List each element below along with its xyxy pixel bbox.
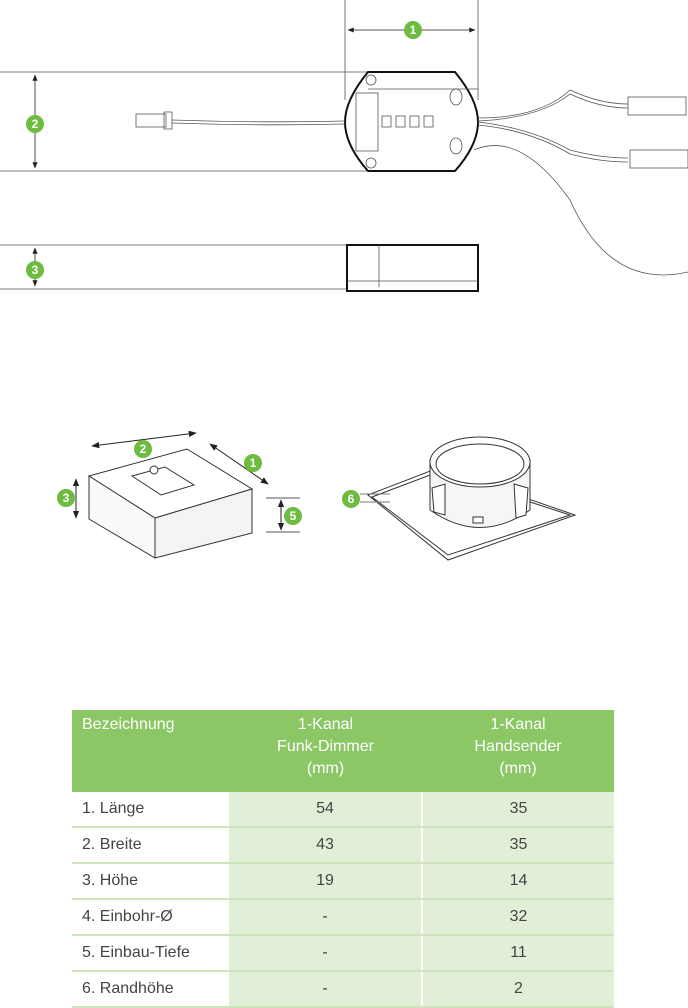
row-label: 6. Randhöhe	[72, 971, 229, 1008]
row-label: 3. Höhe	[72, 863, 229, 900]
dimmer-value: 54	[229, 792, 423, 828]
marker-2-iso: 2	[134, 440, 152, 458]
svg-text:2: 2	[140, 442, 147, 456]
side-view	[0, 244, 479, 292]
svg-text:1: 1	[250, 456, 257, 470]
table-row: 4. Einbohr-Ø-32	[72, 899, 614, 936]
svg-text:3: 3	[32, 263, 39, 277]
row-label: 1. Länge	[72, 792, 229, 828]
dimmer-body	[343, 71, 480, 172]
table-row: 6. Randhöhe-2	[72, 971, 614, 1008]
handsender-iso-view	[360, 436, 577, 561]
sender-value: 32	[422, 899, 614, 936]
marker-5-iso: 5	[284, 507, 302, 525]
technical-drawing: 1 2 3 2 1 3 5 6	[0, 0, 688, 561]
svg-text:2: 2	[32, 117, 39, 131]
marker-6-iso: 6	[342, 490, 360, 508]
dimmer-value: -	[229, 935, 423, 972]
row-label: 2. Breite	[72, 827, 229, 864]
sender-value: 14	[422, 863, 614, 900]
row-label: 4. Einbohr-Ø	[72, 899, 229, 936]
marker-2: 2	[26, 115, 44, 133]
dimmer-iso-view	[72, 430, 300, 559]
header-bezeichnung: Bezeichnung	[72, 710, 229, 792]
svg-text:3: 3	[63, 491, 70, 505]
row-label: 5. Einbau-Tiefe	[72, 935, 229, 972]
table-row: 5. Einbau-Tiefe-11	[72, 935, 614, 972]
marker-3: 3	[26, 261, 44, 279]
svg-text:5: 5	[290, 509, 297, 523]
svg-text:6: 6	[348, 492, 355, 506]
dimmer-value: 19	[229, 863, 423, 900]
sender-value: 11	[422, 935, 614, 972]
dimmer-value: -	[229, 971, 423, 1008]
sender-value: 35	[422, 792, 614, 828]
marker-1: 1	[404, 21, 422, 39]
sender-value: 35	[422, 827, 614, 864]
top-view	[0, 0, 688, 276]
dimmer-value: 43	[229, 827, 423, 864]
sender-value: 2	[422, 971, 614, 1008]
svg-text:1: 1	[410, 23, 417, 37]
marker-1-iso: 1	[244, 454, 262, 472]
marker-3-iso: 3	[57, 489, 75, 507]
dimmer-value: -	[229, 899, 423, 936]
